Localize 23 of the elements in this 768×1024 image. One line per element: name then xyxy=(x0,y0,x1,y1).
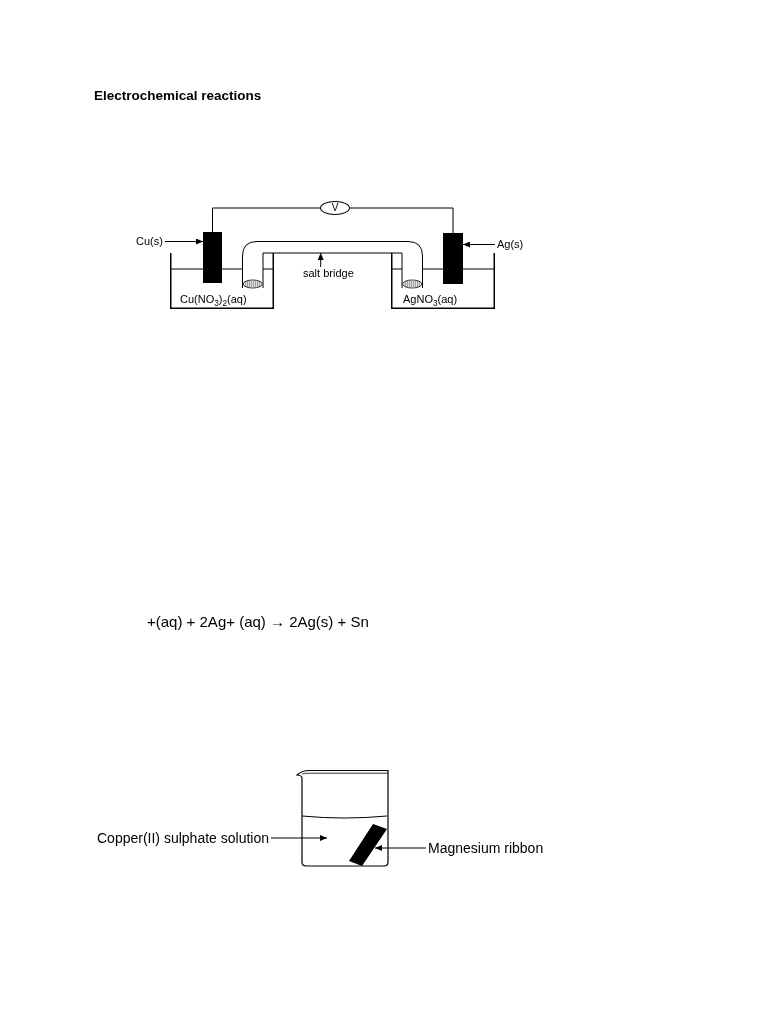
page-title: Electrochemical reactions xyxy=(93,88,263,104)
beaker xyxy=(170,253,274,309)
part-label: Ag(s) xyxy=(495,238,526,251)
solution-label: AgNO$_{3}$(aq) xyxy=(402,293,459,306)
leader-arrow xyxy=(270,835,328,841)
leader-arrow xyxy=(164,238,204,245)
voltmeter-symbol: V xyxy=(320,201,350,215)
wire xyxy=(212,207,321,233)
leader-arrow xyxy=(317,252,324,268)
solution-label: Cu(NO$_{3}$)$_{2}$(aq) xyxy=(179,293,248,306)
equation-text: +(aq) + 2Ag+ (aq) → 2Ag(s) + Sn xyxy=(146,613,370,630)
leader-arrow xyxy=(374,845,427,851)
solution xyxy=(302,813,387,866)
part-label: Copper(II) sulphate solution xyxy=(95,830,271,846)
electrode xyxy=(203,232,222,283)
part-label: Magnesium ribbon xyxy=(426,840,546,856)
electrode xyxy=(443,233,463,284)
ribbon-strip xyxy=(349,824,387,866)
salt-bridge-tube xyxy=(242,241,423,289)
part-label: Cu(s) xyxy=(134,235,165,248)
leader-arrow xyxy=(462,241,496,248)
beaker xyxy=(391,253,495,309)
wire xyxy=(349,207,454,234)
